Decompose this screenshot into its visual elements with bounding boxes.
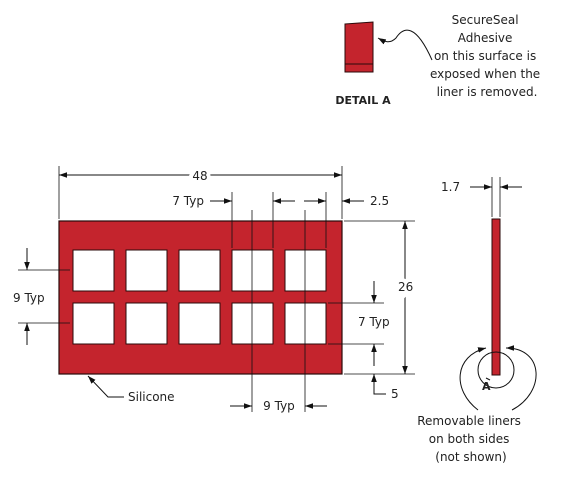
dim-cell-height: 7 Typ	[328, 281, 390, 366]
cell	[284, 302, 327, 345]
cell-grid	[72, 249, 327, 345]
dim-pitch-vertical: 9 Typ	[13, 248, 70, 345]
dim-bottom-offset: 5	[371, 374, 399, 401]
cell	[125, 249, 168, 292]
detail-a-leader	[377, 29, 433, 61]
detail-marker: A	[477, 351, 515, 393]
cell	[178, 249, 221, 292]
dim-height: 26	[344, 220, 417, 375]
side-profile	[491, 218, 501, 376]
dim-cell-height-label: 7 Typ	[358, 315, 390, 329]
dim-width: 48	[58, 165, 343, 219]
cell	[72, 302, 115, 345]
dim-bottom-offset-label: 5	[391, 387, 399, 401]
liner-note: Removable liners on both sides (not show…	[417, 414, 525, 464]
cell	[178, 302, 221, 345]
dim-thickness: 1.7	[441, 177, 522, 217]
material-label: Silicone	[128, 390, 175, 404]
detail-a: DETAIL A SecureSeal Adhesive on this sur…	[335, 13, 544, 107]
dim-pitch-vertical-label: 9 Typ	[13, 291, 45, 305]
side-view: 1.7 A Removable liners on both sides (no…	[417, 177, 537, 464]
cell	[231, 302, 274, 345]
front-view: 48 2.5 7 Typ 9 Typ	[13, 165, 417, 413]
cell	[231, 249, 274, 292]
section-marker-label: A	[482, 380, 491, 393]
dim-thickness-label: 1.7	[441, 180, 460, 194]
cell	[125, 302, 168, 345]
liner-leader-right	[505, 345, 537, 411]
dim-cell-width: 7 Typ	[172, 192, 295, 248]
dim-edge-offset: 2.5	[304, 192, 389, 248]
detail-circle	[477, 351, 515, 389]
dim-cell-width-label: 7 Typ	[172, 194, 204, 208]
dim-edge-offset-label: 2.5	[370, 194, 389, 208]
detail-a-title: DETAIL A	[335, 94, 391, 107]
silicone-callout: Silicone	[87, 375, 175, 404]
detail-a-part	[344, 21, 374, 73]
cell	[284, 249, 327, 292]
dim-pitch-horizontal-label: 9 Typ	[263, 399, 295, 413]
detail-a-note: SecureSeal Adhesive on this surface is e…	[430, 13, 544, 99]
liner-leader-left	[459, 347, 487, 411]
dim-height-label: 26	[398, 280, 413, 294]
cell	[72, 249, 115, 292]
silicone-part	[58, 220, 343, 375]
dim-width-label: 48	[192, 169, 207, 183]
dim-pitch-horizontal: 9 Typ	[230, 210, 327, 413]
